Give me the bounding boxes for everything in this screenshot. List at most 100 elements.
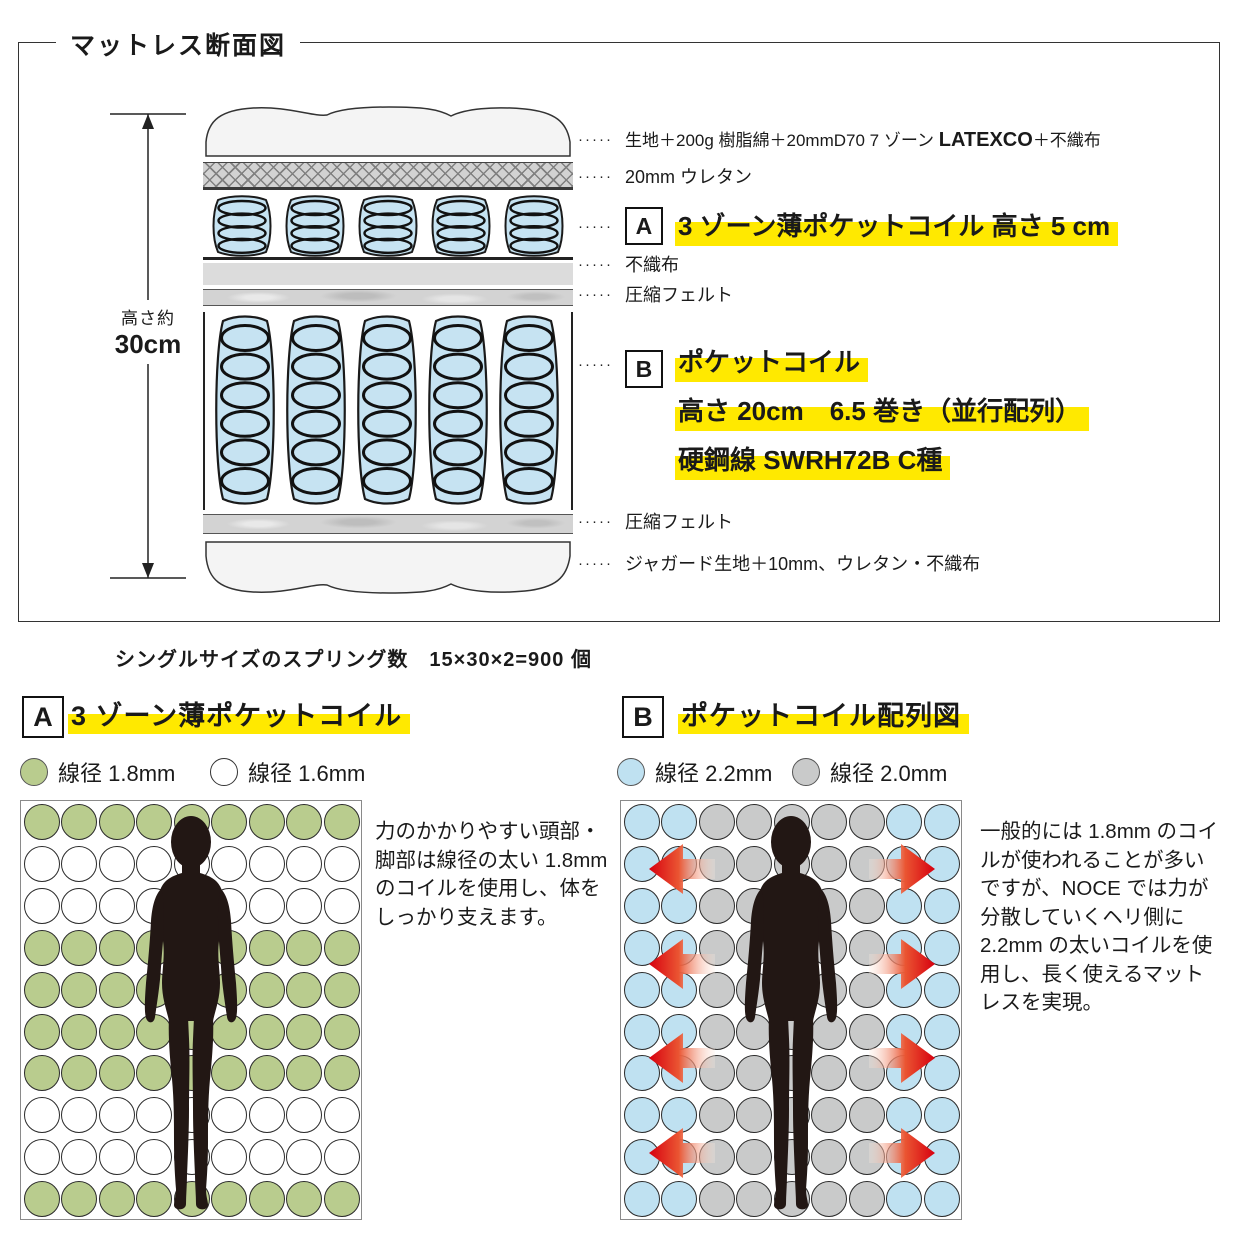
coil-circle [248, 1139, 285, 1176]
coil-circle [61, 1139, 97, 1176]
coil-circle [248, 1013, 285, 1050]
coil-circle [61, 929, 97, 966]
coil-circle [211, 1097, 247, 1134]
coil-circle [923, 1097, 960, 1134]
pocket-coil-row-svg [215, 315, 559, 505]
coil-circle [698, 971, 735, 1008]
section-a-title: 3 ゾーン薄ポケットコイル [68, 694, 411, 734]
coil-circle [136, 804, 172, 840]
pocket-coil-spec-line1: ポケットコイル [674, 342, 868, 382]
page-title: マットレス断面図 [56, 26, 301, 62]
coil-circle [61, 845, 97, 882]
coil-circle [248, 1181, 285, 1218]
tag-b-box: B [624, 350, 663, 388]
coil-circle [811, 804, 847, 840]
nonwoven-layer [203, 263, 573, 285]
coil-grid-a [20, 800, 362, 1220]
coil-circle [848, 887, 885, 924]
layer-label-felt-top: 圧縮フェルト [624, 285, 733, 305]
leader-dots: ····· [578, 356, 613, 373]
coil-circle [248, 804, 285, 840]
coil-circle [136, 1097, 172, 1134]
body-silhouette [144, 816, 238, 1210]
section-b-description: 一般的には 1.8mm のコイ ルが使われることが多い ですが、NOCE では力… [980, 818, 1218, 1018]
coil-circle [736, 804, 772, 840]
coil-circle [61, 887, 97, 924]
coil-circle [248, 887, 285, 924]
coil-circle [923, 887, 960, 924]
legend-b-thin-label: 線径 2.0mm [830, 761, 948, 786]
legend-a-thick: 線径 1.8mm [20, 756, 175, 788]
coil-circle [286, 804, 322, 840]
desc-a-line: しっかり支えます。 [375, 905, 558, 929]
coil-circle [211, 1139, 247, 1176]
coil-circle [736, 845, 772, 882]
coil-circle [98, 1055, 135, 1092]
coil-circle [623, 929, 660, 966]
coil-circle [623, 1097, 660, 1134]
coil-circle [248, 1055, 285, 1092]
desc-b-line: 分散していくヘリ側に [980, 905, 1185, 929]
coil-circle [323, 1139, 360, 1176]
right-arrow-icon [869, 840, 935, 898]
desc-a-line: のコイルを使用し、体を [375, 877, 601, 900]
coil-circle [323, 929, 360, 966]
coil-circle [698, 887, 735, 924]
layer-label-nonwoven: 不織布 [624, 255, 679, 275]
coil-circle [923, 804, 960, 840]
label-row-urethane: ····· 20mm ウレタン [578, 163, 752, 189]
coil-circle [98, 1013, 135, 1050]
coil-circle [811, 1181, 847, 1218]
green-coil-legend-icon [20, 758, 48, 786]
height-note: 高さ約 [121, 309, 175, 328]
thin-coil-row-svg [212, 195, 564, 257]
fabric-label-post: ＋不織布 [1032, 131, 1101, 150]
leader-dots: ····· [578, 285, 613, 303]
desc-b-line: 一般的には 1.8mm のコイ [980, 820, 1219, 843]
legend-b-thin: 線径 2.0mm [792, 756, 947, 788]
desc-a-line: 力のかかりやすい頭部・ [375, 820, 601, 843]
coil-circle [623, 804, 660, 840]
coil-circle [923, 1013, 960, 1050]
right-arrow-icon [869, 935, 935, 993]
coil-circle [886, 1181, 922, 1218]
coil-circle [923, 1181, 960, 1218]
coil-circle [136, 1181, 172, 1218]
coil-circle [211, 845, 247, 882]
coil-circle [98, 971, 135, 1008]
coil-circle [323, 1181, 360, 1218]
coil-circle [286, 929, 322, 966]
coil-circle [698, 1097, 735, 1134]
label-row-felt-bottom: ····· 圧縮フェルト [578, 508, 733, 534]
coil-circle [923, 971, 960, 1008]
coil-circle [286, 1139, 322, 1176]
mattress-cross-section [203, 100, 573, 598]
left-arrow-icon [649, 840, 715, 898]
coil-circle [23, 804, 60, 840]
coil-circle [248, 929, 285, 966]
urethane-layer [203, 162, 573, 190]
compressed-felt-layer-bottom [203, 514, 573, 534]
coil-circle [323, 971, 360, 1008]
latexco-brand: LATEXCO [938, 129, 1033, 151]
coil-circle [698, 1181, 735, 1218]
coil-circle [23, 1097, 60, 1134]
coil-circle [248, 971, 285, 1008]
coil-circle [848, 971, 885, 1008]
pocket-coil-layer [203, 312, 573, 510]
coil-circle [323, 887, 360, 924]
coil-circle [98, 1139, 135, 1176]
section-b-tag: B [622, 696, 664, 738]
coil-circle [323, 804, 360, 840]
coil-circle [286, 845, 322, 882]
coil-circle [323, 1013, 360, 1050]
label-row-fabric: ····· 生地＋200g 樹脂綿＋20mmD70 7 ゾーン LATEXCO＋… [578, 126, 1101, 152]
coil-circle [886, 1097, 922, 1134]
layer-label-urethane: 20mm ウレタン [624, 167, 752, 187]
coil-circle [736, 1139, 772, 1176]
desc-b-line: ですが、NOCE では力が [980, 877, 1209, 900]
section-b-title-text: ポケットコイル配列図 [678, 701, 969, 734]
leader-dots: ····· [578, 167, 613, 185]
thin-pocket-coil-layer [203, 194, 573, 260]
